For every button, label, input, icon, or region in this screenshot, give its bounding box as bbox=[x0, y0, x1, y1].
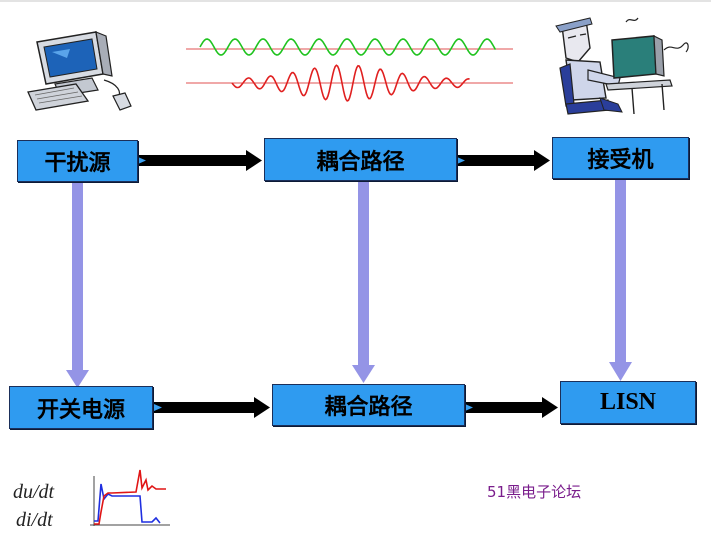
node-switching-power-supply: 开关电源 bbox=[9, 386, 153, 429]
node-coupling-path-top: 耦合路径 bbox=[264, 138, 457, 181]
node-lisn: LISN bbox=[560, 381, 696, 424]
computer-icon bbox=[27, 31, 132, 111]
node-interference-source: 干扰源 bbox=[17, 140, 138, 182]
node-receiver: 接受机 bbox=[552, 137, 689, 179]
node-coupling-path-bottom: 耦合路径 bbox=[272, 384, 465, 426]
horizontal-arrow-power-to-coupling bbox=[153, 397, 270, 418]
vertical-arrow-receiver-to-lisn bbox=[609, 179, 632, 381]
formula-du-dt: du/dt bbox=[13, 481, 55, 503]
interference-waves-icon bbox=[186, 38, 513, 102]
user-at-computer-icon bbox=[555, 17, 689, 115]
vertical-arrow-source-to-power bbox=[66, 180, 89, 388]
pulse-waveform-icon bbox=[90, 469, 170, 526]
forum-watermark: 51黑电子论坛 bbox=[487, 483, 582, 501]
top-border bbox=[0, 0, 711, 2]
horizontal-arrow-coupling-to-lisn bbox=[464, 397, 558, 418]
horizontal-arrow-coupling-to-receiver bbox=[456, 150, 550, 171]
vertical-arrow-coupling bbox=[352, 180, 375, 383]
formula-di-dt: di/dt bbox=[16, 509, 53, 531]
horizontal-arrow-source-to-coupling bbox=[137, 150, 262, 171]
